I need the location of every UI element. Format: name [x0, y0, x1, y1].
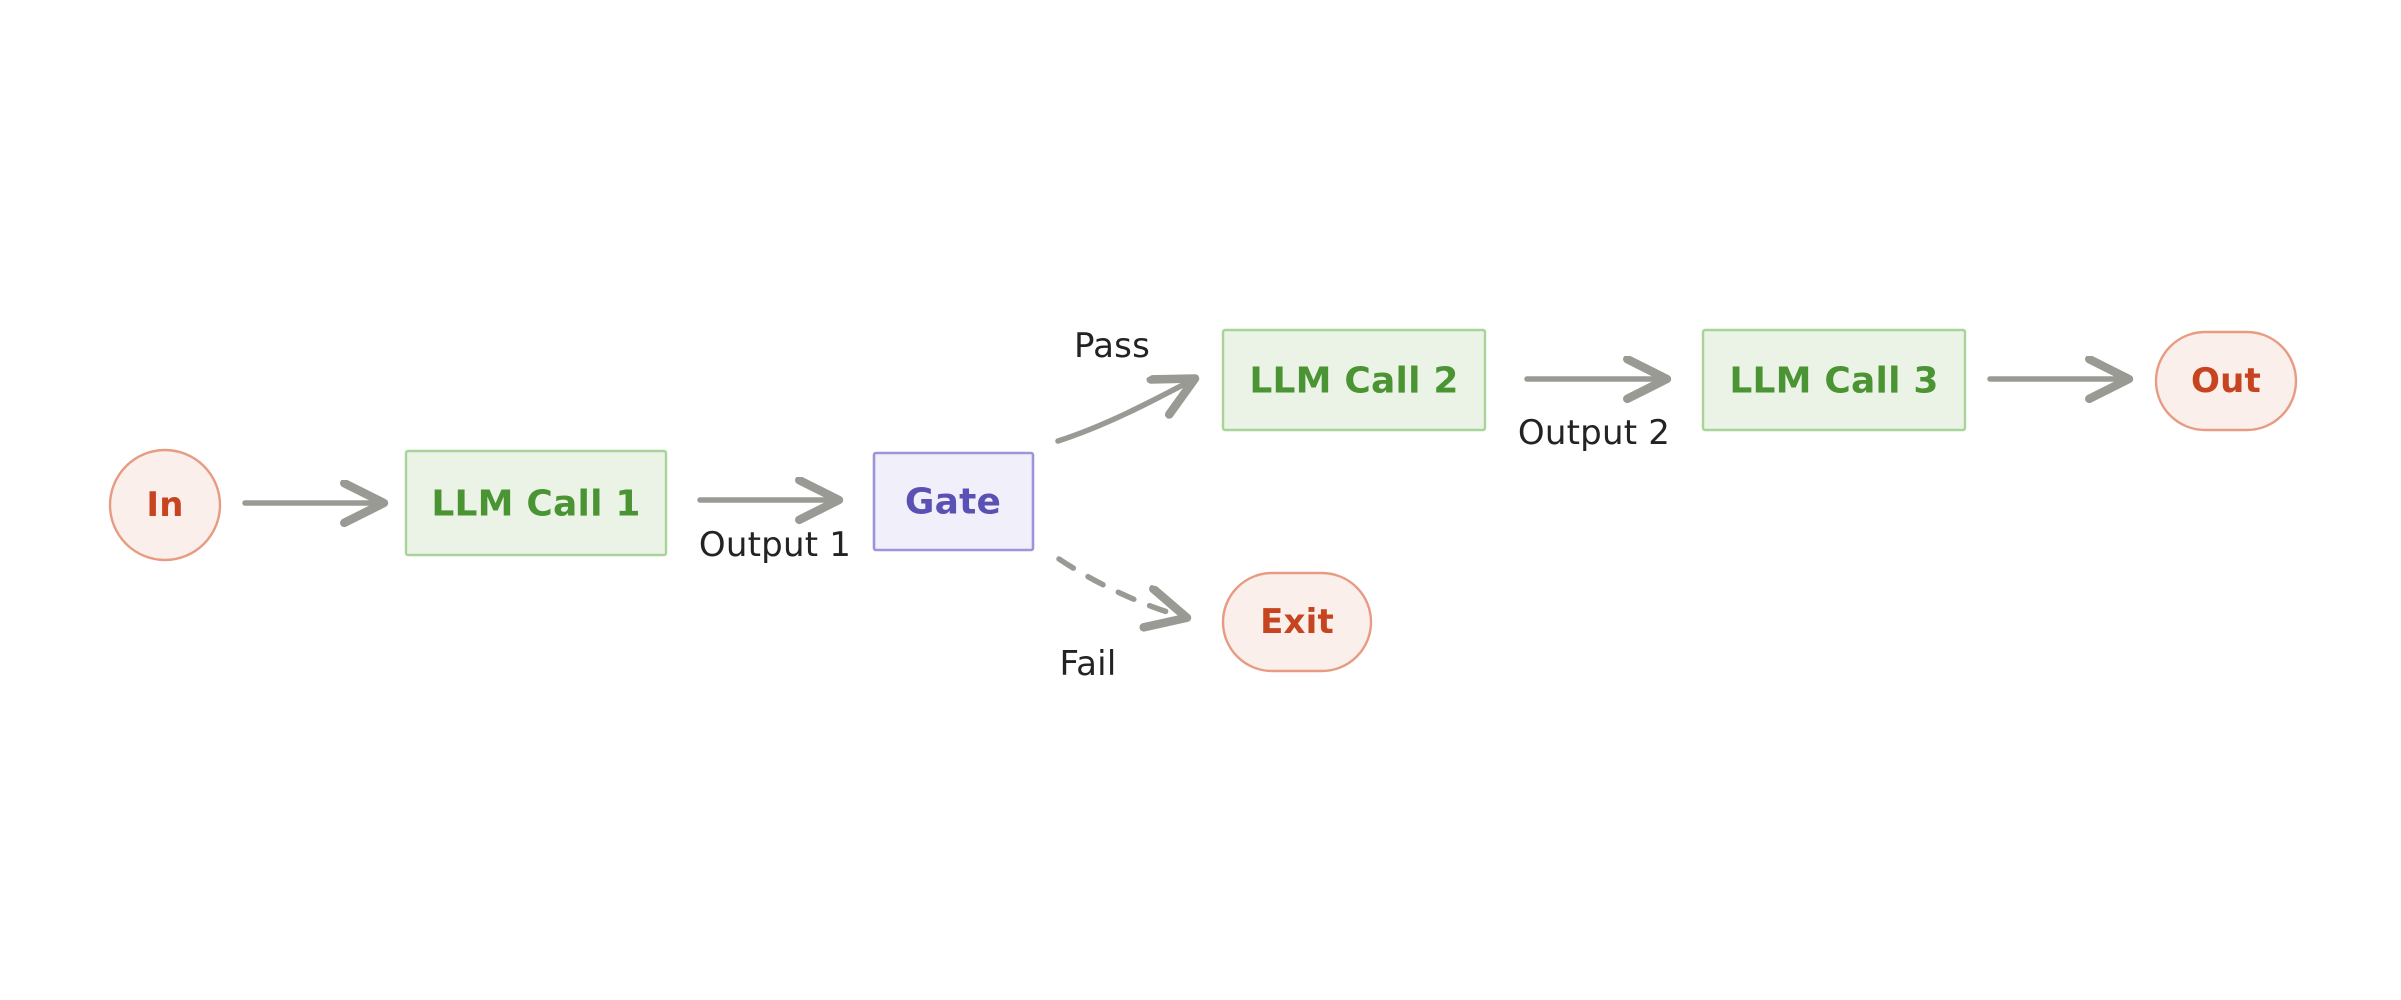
node-gate-shape[interactable] [872, 451, 1035, 552]
node-llm-call-1-label: LLM Call 1 [431, 484, 640, 525]
node-exit[interactable]: Exit [1221, 571, 1373, 673]
node-out-label: Out [2191, 361, 2261, 401]
edge-label-pass: Pass [1074, 326, 1150, 366]
node-llm-call-2[interactable]: LLM Call 2 [1221, 328, 1487, 432]
node-exit-shape[interactable] [1221, 571, 1373, 673]
node-llm-call-1[interactable]: LLM Call 1 [404, 449, 668, 557]
node-gate[interactable]: Gate [872, 451, 1035, 552]
node-out-shape[interactable] [2154, 330, 2298, 432]
edge-label-output-1: Output 1 [699, 525, 851, 565]
node-in-shape[interactable] [108, 448, 222, 562]
node-llm-call-3[interactable]: LLM Call 3 [1701, 328, 1967, 432]
edge-label-fail: Fail [1060, 644, 1117, 684]
node-llm-call-1-shape[interactable] [404, 449, 668, 557]
node-llm-call-2-shape[interactable] [1221, 328, 1487, 432]
node-llm-call-3-shape[interactable] [1701, 328, 1967, 432]
node-llm-call-2-label: LLM Call 2 [1249, 361, 1458, 402]
edges-layer: Output 1 Pass Fail Output 2 [242, 326, 2130, 684]
node-llm-call-3-label: LLM Call 3 [1729, 361, 1938, 402]
edge-gate-to-exit [1056, 556, 1188, 618]
node-in-label: In [146, 485, 183, 525]
nodes-layer: In LLM Call 1 Gate LLM Call 2 LLM Call 3 [108, 328, 2298, 673]
node-out[interactable]: Out [2154, 330, 2298, 432]
node-in[interactable]: In [108, 448, 222, 562]
node-exit-label: Exit [1260, 602, 1334, 642]
edge-label-output-2: Output 2 [1518, 413, 1670, 453]
node-gate-label: Gate [905, 482, 1001, 523]
edge-gate-to-llm-call-2 [1055, 378, 1196, 444]
